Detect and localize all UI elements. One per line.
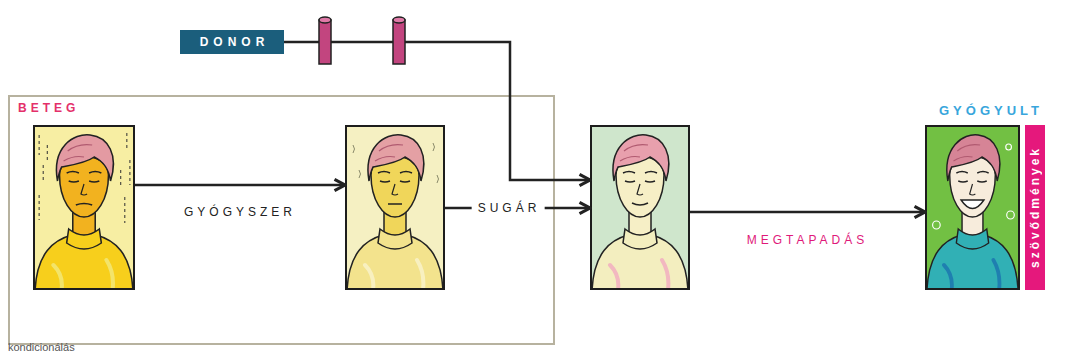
cured-panel: GYÓGYULT — [925, 125, 1020, 290]
portrait-transplant — [590, 125, 690, 290]
footnote-label: kondicionálás — [8, 341, 75, 353]
blood-bag-symbols — [319, 17, 405, 64]
portrait-panel — [590, 125, 690, 290]
node-text: szövődmények — [1028, 146, 1042, 268]
flow-arrow — [135, 184, 345, 187]
flow-arrow — [284, 42, 590, 180]
donor-tag: DONOR — [180, 30, 284, 54]
portrait-cured — [925, 125, 1020, 290]
connector-group — [135, 42, 925, 212]
portrait-treated — [345, 125, 445, 290]
patient-group-box: BETEG — [8, 95, 555, 345]
arrow-label: MEGTAPADÁS — [747, 233, 869, 247]
node-text: GYÓGYULT — [939, 103, 1043, 118]
arrow-label: SUGÁR — [472, 201, 545, 215]
complications-band: szövődmények — [1025, 125, 1045, 290]
portrait-sick — [33, 125, 135, 290]
node-text: BETEG — [18, 101, 79, 115]
flow-arrow — [690, 211, 925, 214]
arrow-label: GYÓGYSZER — [184, 205, 296, 219]
node-text: DONOR — [195, 35, 270, 49]
portrait-panel — [345, 125, 445, 290]
portrait-panel — [33, 125, 135, 290]
